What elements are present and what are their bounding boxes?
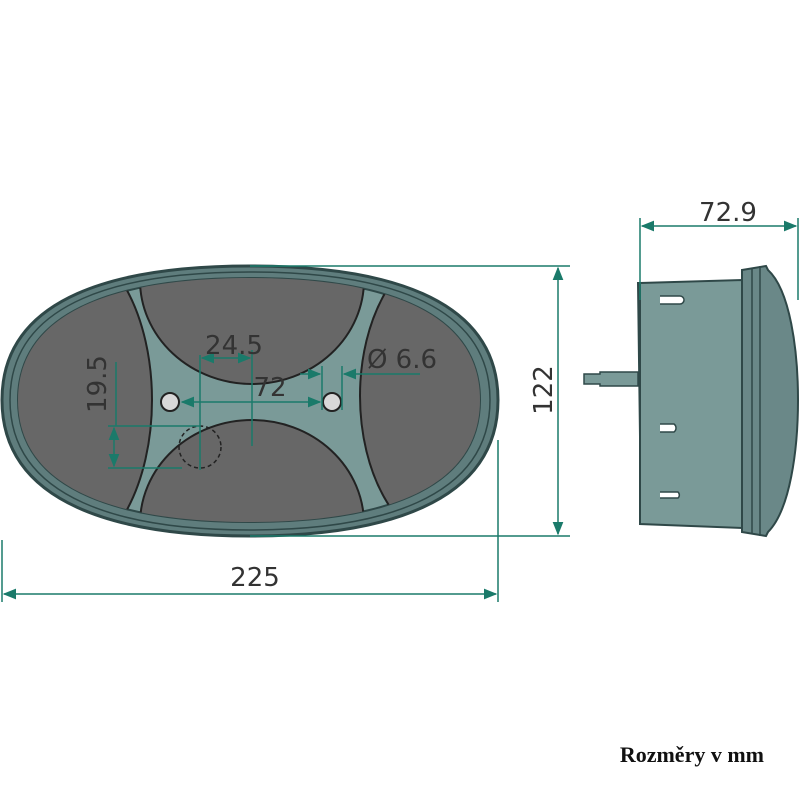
mounting-hole-right: [322, 392, 342, 412]
front-dimensions: [1, 265, 570, 602]
mounting-hole-left: [160, 392, 180, 412]
depth-label: 72.9: [699, 198, 757, 228]
side-rim: [741, 264, 800, 538]
side-bracket-slots: [660, 295, 685, 499]
right-lens: [359, 278, 480, 522]
width-label: 225: [230, 563, 280, 593]
left-lens: [18, 278, 153, 522]
height-label: 122: [529, 365, 559, 415]
units-caption: Rozměry v mm: [619, 742, 764, 767]
hole-diameter-label: Ø 6.6: [367, 345, 437, 375]
side-cable: [583, 371, 639, 387]
side-dimensions: [639, 218, 799, 300]
hole-spacing-label: 72: [253, 373, 286, 403]
vertical-offset-label: 19.5: [83, 355, 113, 413]
hole-offset-label: 24.5: [205, 331, 263, 361]
lamp-rim-groove: [9, 271, 491, 531]
lamp-side-view: [583, 264, 800, 538]
side-housing: [639, 278, 743, 530]
